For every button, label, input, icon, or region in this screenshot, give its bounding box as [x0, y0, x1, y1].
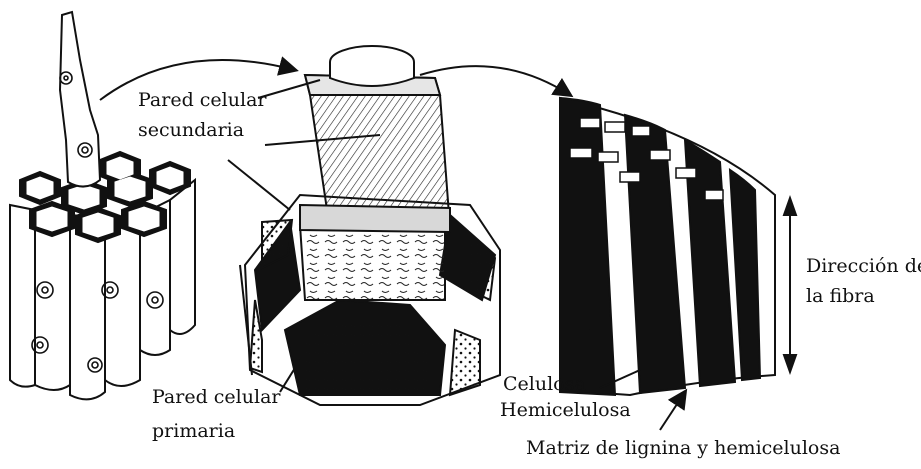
label-fiber-direction-line2: la fibra	[806, 284, 875, 308]
label-secondary-wall-line2: secundaria	[138, 118, 244, 142]
microfibril-layers-illustration	[560, 98, 796, 395]
label-lignin-matrix: Matriz de lignina y hemicelulosa	[526, 436, 840, 460]
label-primary-wall-line1: Pared celular	[152, 385, 280, 409]
label-secondary-wall-line1: Pared celular	[138, 88, 266, 112]
label-cellulose: Celulosa	[503, 372, 586, 396]
label-hemicellulose: Hemicelulosa	[500, 398, 631, 422]
label-primary-wall-line2: primaria	[152, 419, 235, 443]
cell-bundle-illustration	[10, 12, 195, 399]
cell-wall-cutaway-illustration	[245, 46, 500, 405]
label-fiber-direction-line1: Dirección de	[806, 254, 921, 278]
